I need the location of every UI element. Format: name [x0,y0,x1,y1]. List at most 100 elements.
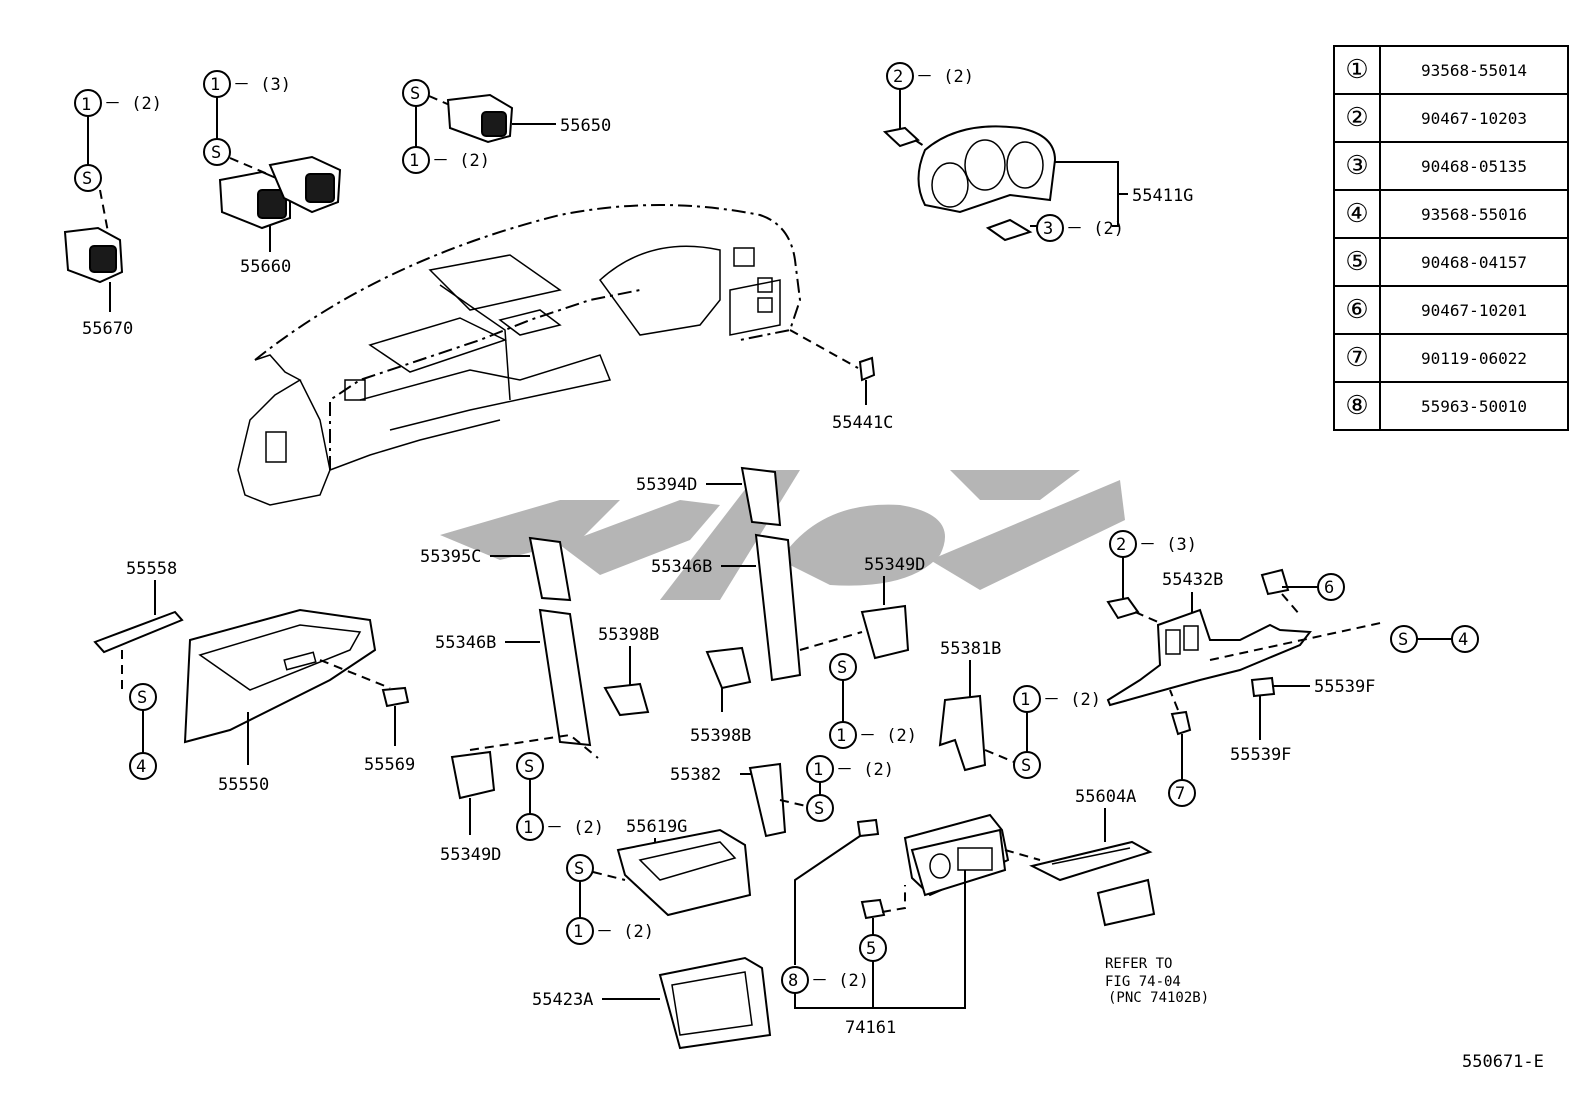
legend-symbol: ⑥ [1333,285,1381,335]
legend-part-number: 90468-05135 [1379,141,1569,191]
part-label-55432B: 55432B [1162,570,1223,590]
callout-1-text: 1 [210,75,220,95]
callout-4-text: 4 [1458,630,1468,650]
legend-symbol: ② [1333,93,1381,143]
part-label-55550: 55550 [218,775,269,795]
callout-2-text: 2 [1116,535,1126,555]
part-label-55539F-a: 55539F [1314,677,1375,697]
legend-part-number: 90119-06022 [1379,333,1569,383]
part-label-55398B-b: 55398B [690,726,751,746]
group-55411G: 2 － (2) 3 － (2) 55411G [882,62,1193,242]
vent-55660-shape [218,155,342,230]
part-label-55604A: 55604A [1075,787,1136,807]
part-label-55394D: 55394D [636,475,697,495]
part-label-55558: 55558 [126,559,177,579]
part-label-55398B-a: 55398B [598,625,659,645]
group-55660: 1 － (3) S 55660 [203,70,342,277]
refer-note-line-2: FIG 74-04 [1105,974,1181,990]
legend-symbol: ④ [1333,189,1381,239]
part-label-55346B-a: 55346B [435,633,496,653]
refer-note-line-3: (PNC 74102B) [1108,990,1209,1006]
legend-part-number: 93568-55014 [1379,45,1569,95]
refer-note-line-1: REFER TO [1105,956,1172,972]
diagram-code: 550671-E [1462,1052,1544,1072]
group-55604A: 55604A REFER TO FIG 74-04 (PNC 74102B) [1029,787,1209,1006]
part-label-55539F-b: 55539F [1230,745,1291,765]
legend-row: ⑥ 90467-10201 [1333,285,1569,335]
qty-text: － (2) [859,726,917,746]
group-74161: 5 8 － (2) 74161 [781,813,1041,1038]
legend-part-number: 93568-55016 [1379,189,1569,239]
callout-6-text: 6 [1324,578,1334,598]
s-symbol-circle [74,164,102,192]
s-symbol-text: S [814,799,824,819]
s-symbol-text: S [837,658,847,678]
part-label-74161: 74161 [845,1018,896,1038]
qty-text: － (2) [916,67,974,87]
callout-4-text: 4 [136,757,146,777]
legend-symbol: ⑧ [1333,381,1381,431]
group-55650: S 1 － (2) 55650 [402,79,611,174]
s-symbol-text: S [524,757,534,777]
callout-3-text: 3 [1043,219,1053,239]
part-label-55619G: 55619G [626,817,687,837]
s-symbol-text: S [1398,630,1408,650]
vent-55650-shape [446,93,514,144]
legend-symbol: ③ [1333,141,1381,191]
fastener-legend-table: ① 93568-55014 ② 90467-10203 ③ 90468-0513… [1333,45,1569,431]
group-55381B: 55381B 1 － (2) S [938,639,1101,779]
bezel-55423A-shape [658,956,772,1050]
callout-8-text: 8 [788,971,798,991]
cluster-panel-shape [917,125,1057,214]
legend-part-number: 90468-04157 [1379,237,1569,287]
qty-text: － (2) [811,971,869,991]
part-label-55660: 55660 [240,257,291,277]
part-label-55650: 55650 [560,116,611,136]
s-symbol-text: S [410,84,420,104]
part-label-55441C: 55441C [832,413,893,433]
qty-text: － (2) [546,818,604,838]
legend-row: ⑧ 55963-50010 [1333,381,1569,431]
callout-1-text: 1 [409,151,419,171]
legend-row: ⑦ 90119-06022 [1333,333,1569,383]
lower-panel-55432B-shape [1106,608,1312,707]
legend-part-number: 55963-50010 [1379,381,1569,431]
group-center-left: 55395C 55346B 55398B 55349D S 1 － (2) [420,536,659,865]
legend-row: ⑤ 90468-04157 [1333,237,1569,287]
legend-part-number: 90467-10201 [1379,285,1569,335]
legend-row: ① 93568-55014 [1333,45,1569,95]
callout-1-text: 1 [836,726,846,746]
legend-symbol: ⑤ [1333,237,1381,287]
instrument-panel-outline [237,204,859,506]
legend-row: ④ 93568-55016 [1333,189,1569,239]
legend-part-number: 90467-10203 [1379,93,1569,143]
qty-text: － (2) [432,151,490,171]
qty-text: － (3) [1139,535,1197,555]
part-label-55382: 55382 [670,765,721,785]
part-label-55395C: 55395C [420,547,481,567]
group-55432B: 2 － (3) 55432B 6 S 4 7 55539F 55539F [1106,530,1479,807]
s-symbol-text: S [137,688,147,708]
callout-1-text: 1 [573,922,583,942]
part-label-55423A: 55423A [532,990,593,1010]
part-label-55381B: 55381B [940,639,1001,659]
s-symbol-text: S [1021,756,1031,776]
glovebox-55550-shape [183,608,377,744]
callout-1-text: 1 [523,818,533,838]
legend-symbol: ① [1333,45,1381,95]
part-label-55670: 55670 [82,319,133,339]
group-55670: 1 － (2) S 55670 [63,89,162,339]
part-label-55411G: 55411G [1132,186,1193,206]
part-label-55349D-b: 55349D [864,555,925,575]
control-panel-74161-shape [903,813,1010,897]
callout-2-text: 2 [893,67,903,87]
legend-row: ② 90467-10203 [1333,93,1569,143]
callout-1-text: 1 [81,95,91,115]
group-glovebox: 55558 S 4 55550 55569 [93,559,415,795]
qty-text: － (2) [836,760,894,780]
s-symbol-text: S [574,859,584,879]
legend-symbol: ⑦ [1333,333,1381,383]
qty-text: － (2) [104,94,162,114]
group-center-right: 55394D 55346B 55349D 55398B S 1 － (2) [636,466,925,749]
